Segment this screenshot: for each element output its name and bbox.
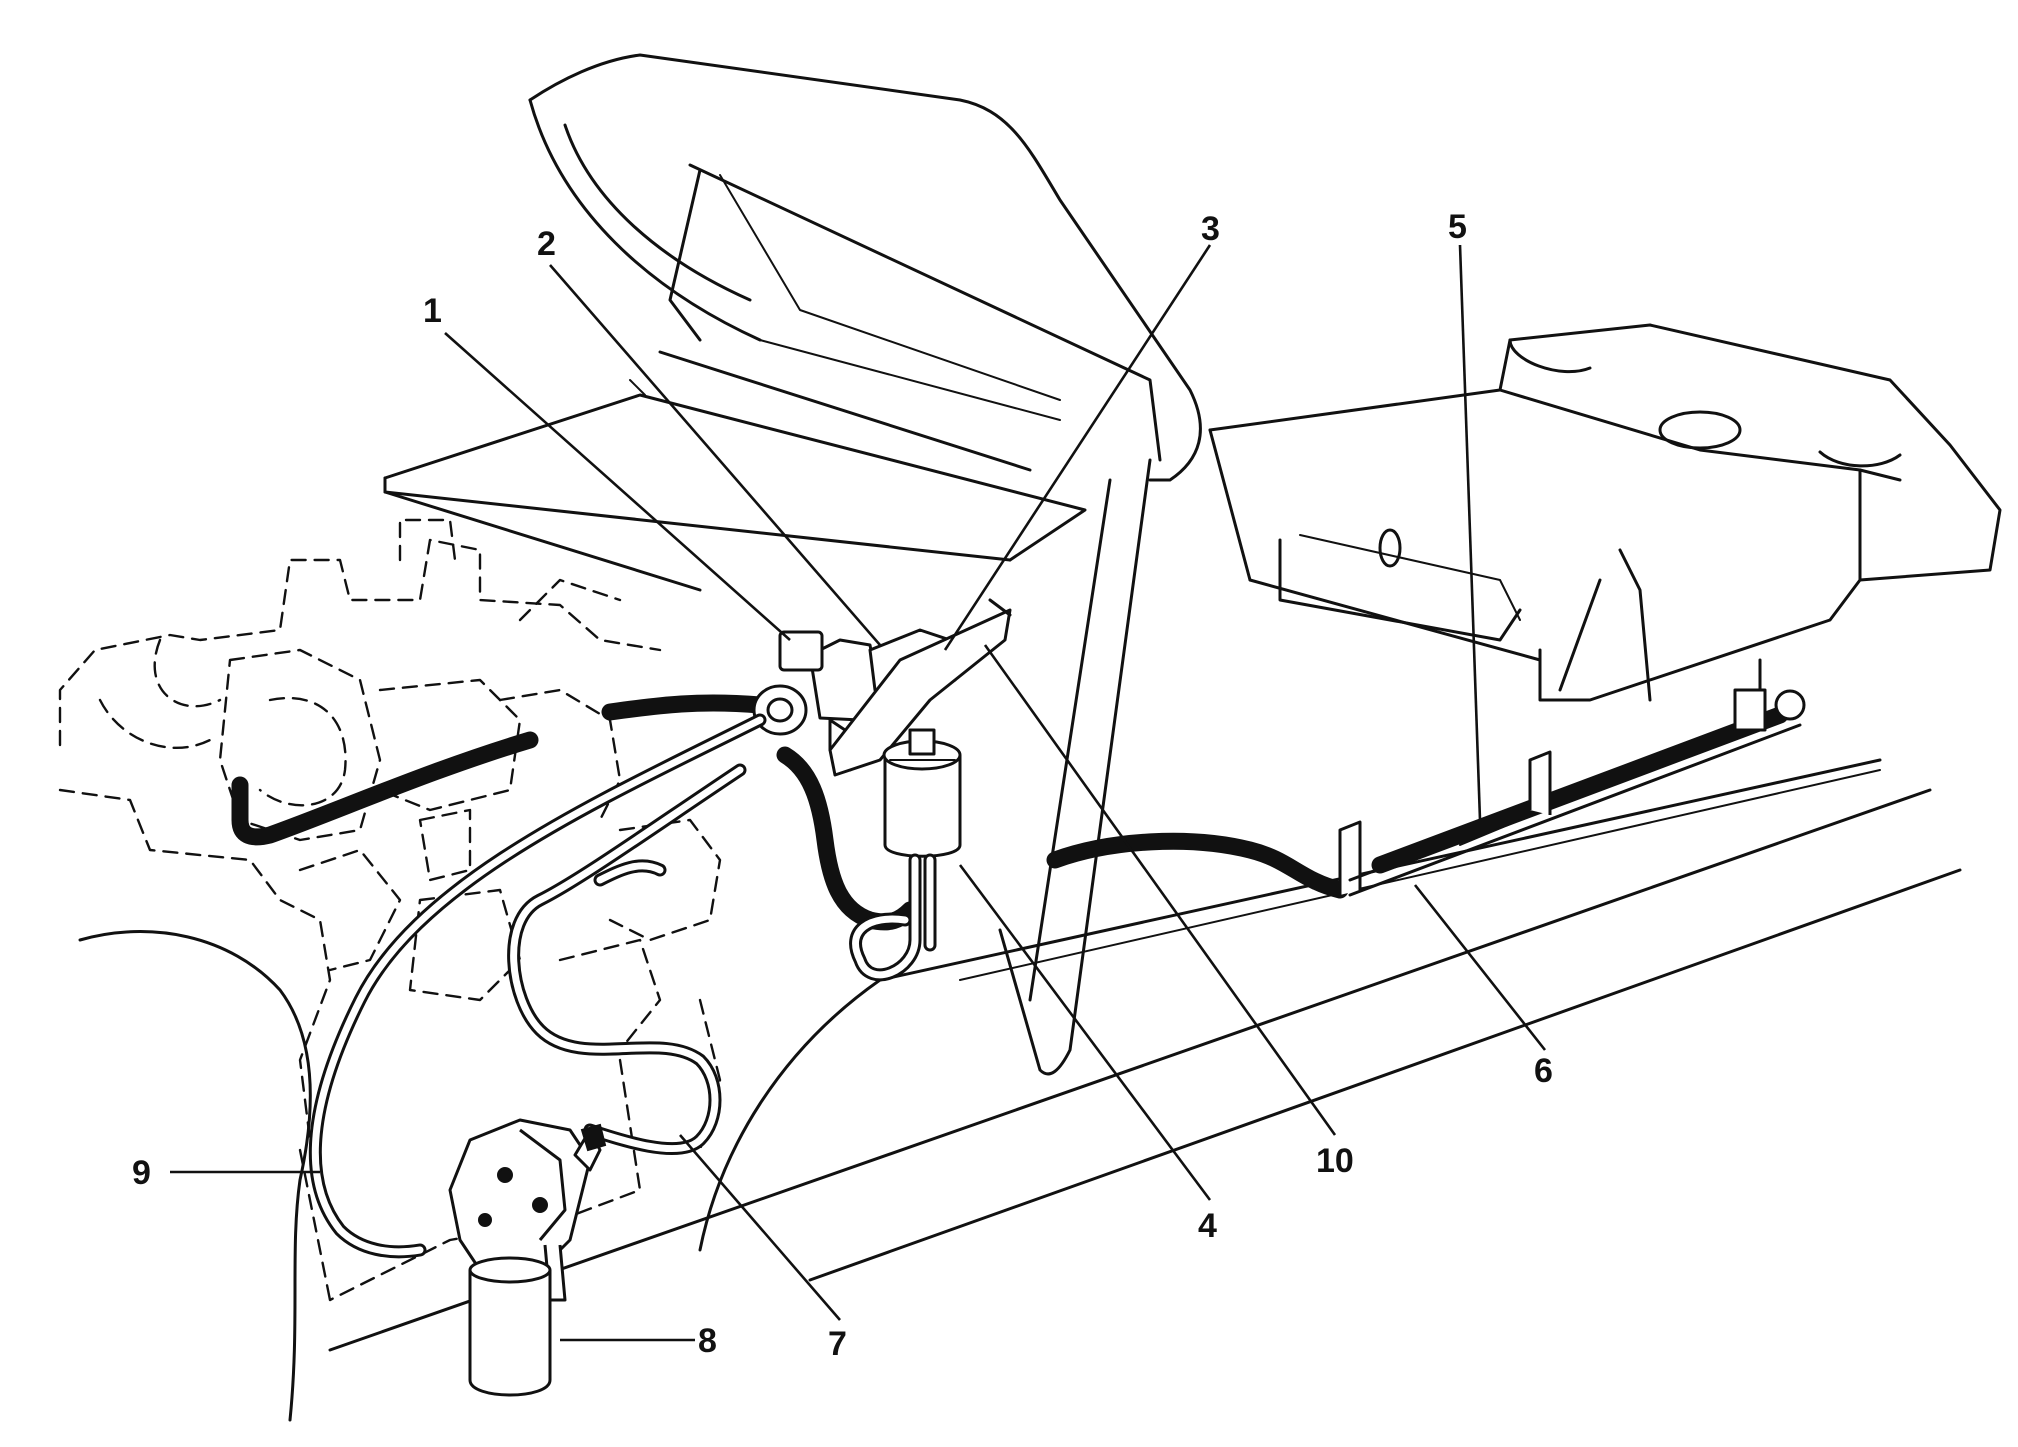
callout-labels: 1 2 3 4 5 6 7 8 9 10 <box>132 208 1553 1363</box>
return-hose <box>231 731 539 846</box>
leader-1 <box>444 332 791 641</box>
seat-cover <box>528 53 1202 1076</box>
tube-7 <box>507 763 747 1156</box>
callout-9: 9 <box>132 1154 151 1192</box>
leader-10 <box>983 644 1337 1136</box>
tank-fuel-line <box>1046 832 1349 899</box>
leader-2 <box>549 264 881 646</box>
callout-1: 1 <box>423 292 442 330</box>
injection-pump <box>448 1118 607 1397</box>
leader-6 <box>1413 884 1547 1051</box>
callout-5: 5 <box>1448 208 1467 246</box>
vehicle-body <box>78 758 1962 1422</box>
leader-lines <box>170 244 1547 1342</box>
callout-3: 3 <box>1201 210 1220 248</box>
callout-6: 6 <box>1534 1052 1553 1090</box>
callout-7: 7 <box>828 1325 847 1363</box>
leader-7 <box>679 1134 841 1321</box>
engine-outline <box>58 518 722 1302</box>
tank-line-bracket <box>1338 658 1806 897</box>
callout-8: 8 <box>698 1322 717 1360</box>
valve-assembly <box>752 598 1012 777</box>
seat-pan <box>383 350 1087 592</box>
fuel-tank <box>1208 323 2002 702</box>
leader-3 <box>943 244 1212 651</box>
callout-10: 10 <box>1316 1142 1354 1180</box>
callout-4: 4 <box>1198 1207 1217 1245</box>
callout-2: 2 <box>537 225 556 263</box>
filter-loop <box>849 853 937 982</box>
upper-hose <box>601 694 769 721</box>
tube-9 <box>308 713 767 1259</box>
leader-4 <box>958 864 1212 1201</box>
fuel-filter <box>882 728 962 858</box>
leader-5 <box>1458 244 1482 821</box>
